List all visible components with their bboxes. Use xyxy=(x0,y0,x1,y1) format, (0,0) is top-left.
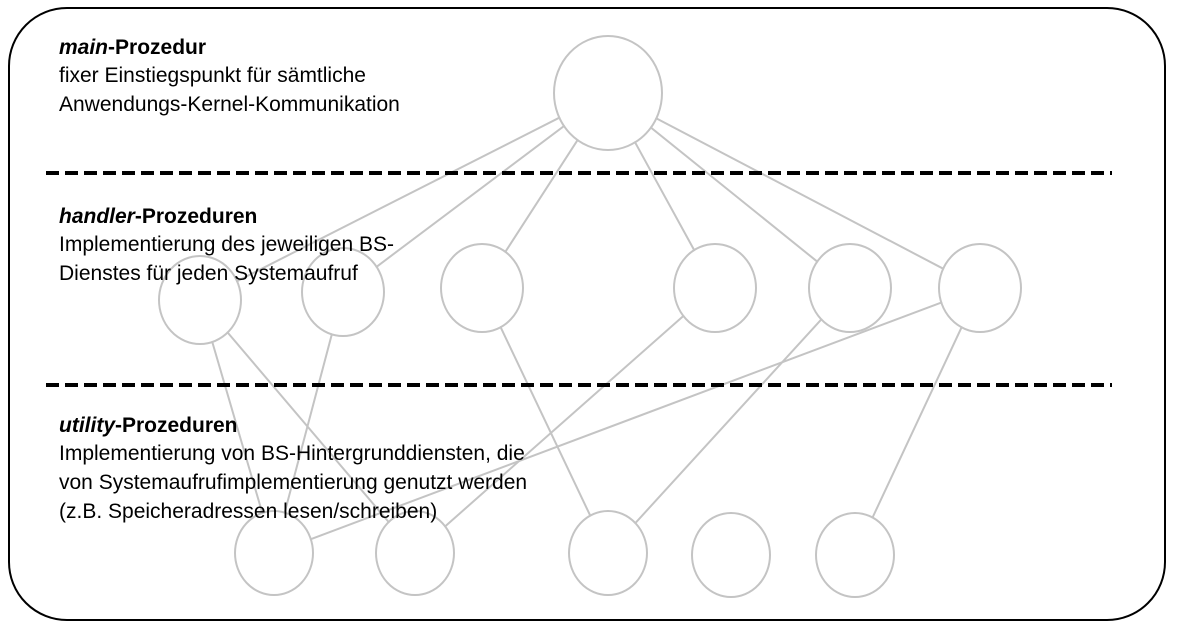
edge-handler-2-to-utility-1 xyxy=(283,333,333,514)
edge-handler-5-to-utility-3 xyxy=(634,318,823,525)
edge-main-1-to-handler-6 xyxy=(655,117,945,270)
layer-heading-handler: handler-Prozeduren xyxy=(59,203,394,230)
layer-desc-main-line-2: Anwendungs-Kernel-Kommunikation xyxy=(59,93,400,116)
layer-heading-rest-handler: -Prozeduren xyxy=(134,205,258,228)
edge-main-1-to-handler-5 xyxy=(649,126,819,263)
layer-desc-utility-line-3: (z.B. Speicheradressen lesen/schreiben) xyxy=(59,500,438,523)
edge-handler-6-to-utility-5 xyxy=(871,326,963,519)
edge-layer xyxy=(211,116,963,541)
layer-heading-main: main-Prozedur xyxy=(59,34,400,61)
node-handler-4[interactable] xyxy=(673,243,757,333)
layer-desc-handler-line-2: Dienstes für jeden Systemaufruf xyxy=(59,262,358,285)
diagram-outline xyxy=(8,7,1166,621)
layer-label-utility: utility-Prozeduren Implementierung von B… xyxy=(59,412,527,526)
edge-main-1-to-handler-2 xyxy=(375,125,565,268)
edge-main-1-to-handler-3 xyxy=(504,139,579,253)
layer-label-handler: handler-Prozeduren Implementierung des j… xyxy=(59,203,394,288)
divider-layer xyxy=(46,171,1112,387)
layer-heading-em-main: main xyxy=(59,36,109,59)
rounded-border xyxy=(8,7,1166,621)
node-handler-3[interactable] xyxy=(440,243,524,333)
node-handler-6[interactable] xyxy=(938,243,1022,333)
layer-desc-utility-line-1: Implementierung von BS-Hintergrunddienst… xyxy=(59,442,525,465)
layer-heading-em-utility: utility xyxy=(59,414,115,437)
node-utility-5[interactable] xyxy=(815,512,895,598)
layer-heading-rest-main: -Prozedur xyxy=(108,36,207,59)
edge-handler-6-to-utility-1 xyxy=(309,301,943,541)
layer-desc-utility-line-2: von Systemaufrufimplementierung genutzt … xyxy=(59,471,528,494)
node-handler-1[interactable] xyxy=(158,255,242,345)
layer-heading-em-handler: handler xyxy=(59,205,135,228)
node-utility-2[interactable] xyxy=(375,510,455,596)
edge-handler-3-to-utility-3 xyxy=(499,326,592,517)
node-utility-1[interactable] xyxy=(234,510,314,596)
node-handler-5[interactable] xyxy=(808,243,892,333)
edge-handler-1-to-utility-1 xyxy=(211,340,264,514)
layer-heading-rest-utility: -Prozeduren xyxy=(115,414,238,437)
node-utility-4[interactable] xyxy=(691,512,771,598)
node-main-1[interactable] xyxy=(553,35,663,151)
node-layer xyxy=(158,35,1022,598)
layer-desc-main-line-1: fixer Einstiegspunkt für sämtliche xyxy=(59,64,366,87)
node-handler-2[interactable] xyxy=(301,247,385,337)
layer-label-main: main-Prozedur fixer Einstiegspunkt für s… xyxy=(59,34,400,119)
layer-desc-handler-line-1: Implementierung des jeweiligen BS- xyxy=(59,233,395,256)
layer-heading-utility: utility-Prozeduren xyxy=(59,412,527,439)
edge-handler-4-to-utility-2 xyxy=(444,314,685,528)
edge-main-1-to-handler-1 xyxy=(236,116,561,283)
node-utility-3[interactable] xyxy=(568,510,648,596)
edge-main-1-to-handler-4 xyxy=(634,141,696,252)
